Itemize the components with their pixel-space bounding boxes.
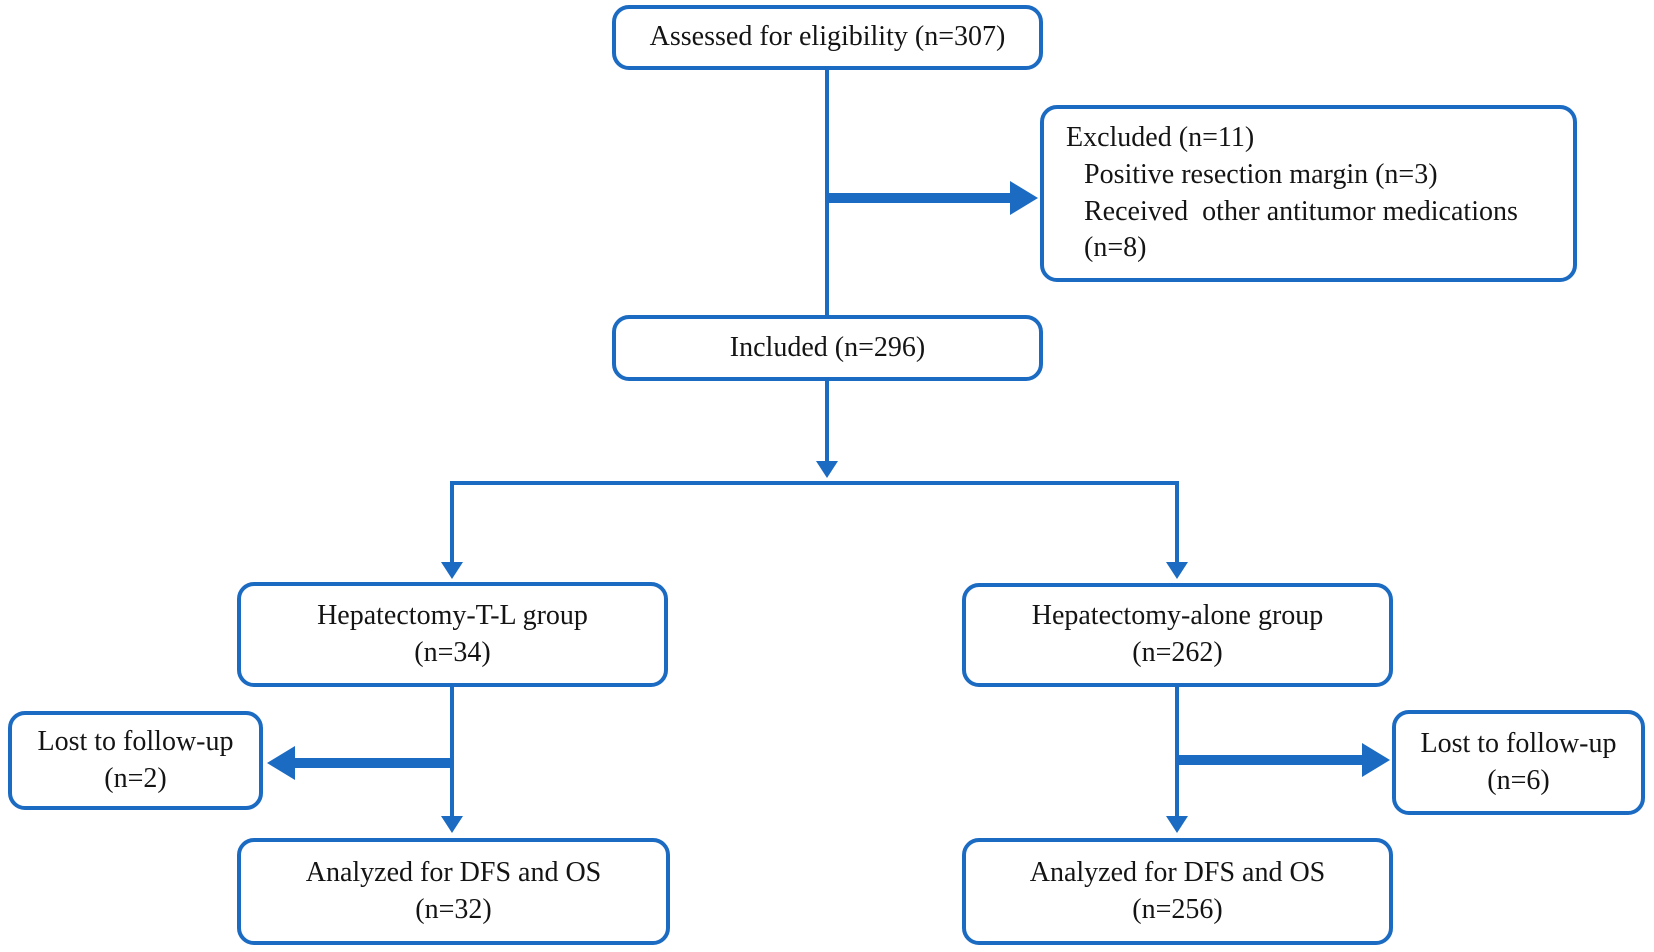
hepatectomy-tl-group-count: (n=34) — [414, 636, 491, 668]
excluded-reason-medications-count: (n=8) — [1084, 232, 1147, 264]
branch-horizontal-line — [450, 481, 1179, 485]
hepatectomy-alone-group-label: Hepatectomy-alone group — [1031, 600, 1324, 632]
analyzed-right-label: Analyzed for DFS and OS — [1029, 856, 1326, 888]
connector-right-group-to-analyzed — [1175, 687, 1179, 817]
assessed-eligibility-label: Assessed for eligibility (n=307) — [649, 21, 1006, 53]
hepatectomy-tl-group-box: Hepatectomy-T-L group (n=34) — [237, 582, 668, 687]
arrowhead-right-analyzed-icon — [1166, 816, 1188, 833]
included-label: Included (n=296) — [729, 331, 926, 363]
lost-followup-right-count: (n=6) — [1487, 764, 1550, 796]
arrowhead-left-group-icon — [441, 562, 463, 579]
arrowhead-right-group-icon — [1166, 562, 1188, 579]
assessed-eligibility-box: Assessed for eligibility (n=307) — [612, 5, 1043, 70]
arrowhead-to-excluded-icon — [1010, 181, 1038, 215]
lost-followup-right-box: Lost to follow-up (n=6) — [1392, 710, 1645, 815]
analyzed-left-box: Analyzed for DFS and OS (n=32) — [237, 838, 670, 945]
lost-followup-left-box: Lost to follow-up (n=2) — [8, 711, 263, 810]
connector-to-lost-right-shaft — [1177, 755, 1362, 765]
included-box: Included (n=296) — [612, 315, 1043, 381]
excluded-reason-medications: Received other antitumor medications — [1084, 195, 1518, 227]
arrowhead-left-analyzed-icon — [441, 816, 463, 833]
connector-included-to-branch — [825, 381, 829, 463]
connector-left-group-to-analyzed — [450, 687, 454, 817]
connector-branch-to-left-group — [450, 481, 454, 563]
hepatectomy-tl-group-label: Hepatectomy-T-L group — [317, 599, 588, 631]
hepatectomy-alone-group-count: (n=262) — [1132, 637, 1223, 668]
connector-to-excluded-shaft — [827, 193, 1012, 203]
analyzed-right-count: (n=256) — [1132, 893, 1223, 925]
excluded-label: Excluded (n=11) — [1066, 121, 1255, 153]
analyzed-right-box: Analyzed for DFS and OS (n=256) — [962, 838, 1393, 945]
hepatectomy-alone-group-box: Hepatectomy-alone group (n=262) — [962, 583, 1393, 687]
arrowhead-lost-left-icon — [267, 746, 295, 780]
arrowhead-lost-right-icon — [1362, 743, 1390, 777]
lost-followup-right-label: Lost to follow-up — [1420, 727, 1617, 759]
excluded-reason-margin: Positive resection margin (n=3) — [1084, 158, 1438, 190]
arrowhead-included-branch-icon — [816, 461, 838, 478]
connector-branch-to-right-group — [1175, 481, 1179, 563]
excluded-box: Excluded (n=11) Positive resection margi… — [1040, 105, 1577, 282]
connector-assessed-to-included — [825, 70, 829, 315]
analyzed-left-label: Analyzed for DFS and OS — [305, 856, 602, 888]
connector-to-lost-left-shaft — [295, 758, 452, 768]
analyzed-left-count: (n=32) — [415, 893, 492, 925]
lost-followup-left-count: (n=2) — [104, 762, 167, 794]
lost-followup-left-label: Lost to follow-up — [37, 725, 234, 757]
